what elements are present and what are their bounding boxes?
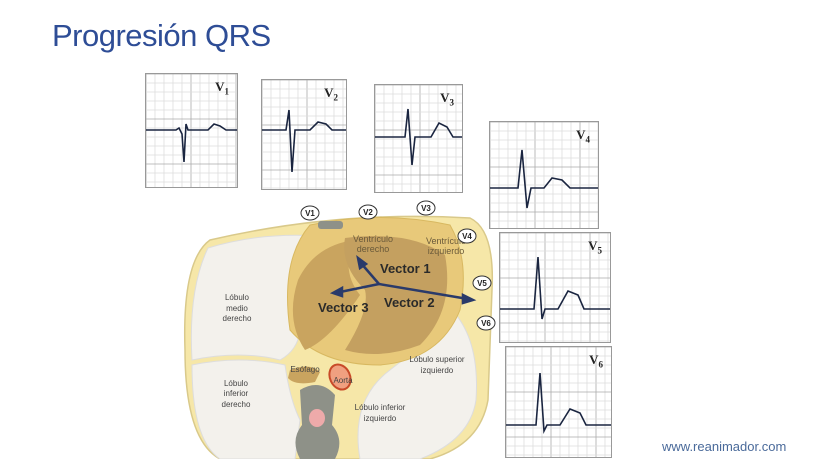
vector1-arrowhead <box>356 255 369 271</box>
electrode-v4: V4 <box>457 228 477 244</box>
aorta-label: Aorta <box>333 376 353 385</box>
rv-label-1: Ventrículo <box>353 234 393 244</box>
lil-label-2: izquierdo <box>364 414 397 423</box>
lv-label-1: Ventrículo <box>426 236 466 246</box>
ecg-panel-v6: V6 <box>505 346 612 458</box>
ril-label-3: derecho <box>222 400 251 409</box>
ecg-panel-v1: V1 <box>145 73 238 188</box>
sternum <box>318 221 343 229</box>
aorta <box>328 363 352 391</box>
electrode-v3: V3 <box>416 200 436 216</box>
electrode-v1: V1 <box>300 205 320 221</box>
vector1-label: Vector 1 <box>380 261 431 276</box>
lsl-label-2: izquierdo <box>421 366 454 375</box>
ecg-panel-v5: V5 <box>499 232 611 343</box>
svg-text:V3: V3 <box>421 204 431 213</box>
right-middle-lobe <box>190 234 321 361</box>
slide-title: Progresión QRS <box>52 18 271 53</box>
lil-label-1: Lóbulo inferior <box>355 403 406 412</box>
electrode-v2: V2 <box>358 204 378 220</box>
right-ventricle <box>292 240 360 350</box>
ril-label-2: inferior <box>224 389 249 398</box>
lv-label-2: izquierdo <box>428 246 465 256</box>
footer-website: www.reanimador.com <box>662 439 787 454</box>
right-lower-lobe <box>191 359 301 459</box>
vector3-arrow <box>339 282 380 294</box>
vectors <box>329 255 477 305</box>
lead-label-v1: V1 <box>215 79 229 97</box>
svg-text:V2: V2 <box>363 208 373 217</box>
svg-text:V4: V4 <box>462 232 472 241</box>
ecg-panel-v2: V2 <box>261 79 347 190</box>
svg-text:V1: V1 <box>305 209 315 218</box>
lead-label-v3: V3 <box>440 90 454 108</box>
svg-text:V6: V6 <box>481 319 491 328</box>
esophagus <box>288 366 320 384</box>
ecg-trace-v3 <box>375 85 462 192</box>
vector2-label: Vector 2 <box>384 295 435 310</box>
ecg-trace-v6 <box>506 347 611 457</box>
ril-label-1: Lóbulo <box>224 379 249 388</box>
chest-cross-section-diagram: Ventrículo derecho Ventrículo izquierdo … <box>183 200 496 459</box>
vector3-arrowhead <box>329 285 344 298</box>
lead-label-v6: V6 <box>589 352 603 370</box>
lead-label-v5: V5 <box>588 238 602 256</box>
ecg-panel-v3: V3 <box>374 84 463 193</box>
vector2-arrowhead <box>461 292 477 305</box>
svg-text:V5: V5 <box>477 279 487 288</box>
esophagus-label: Esófago <box>290 365 320 374</box>
vector2-arrow <box>378 282 469 301</box>
rml-label-3: derecho <box>223 314 252 323</box>
rml-label-1: Lóbulo <box>225 293 250 302</box>
spinal-canal <box>309 409 325 427</box>
ecg-trace-v1 <box>146 74 237 187</box>
left-ventricle <box>344 236 448 354</box>
vector3-label: Vector 3 <box>318 300 369 315</box>
electrodes: V1 V2 V3 V4 V5 V6 <box>300 200 496 331</box>
rv-label-2: derecho <box>357 244 390 254</box>
electrode-v5: V5 <box>472 275 492 291</box>
ecg-trace-v5 <box>500 233 610 342</box>
lead-label-v4: V4 <box>576 127 590 145</box>
ecg-trace-v4 <box>490 122 598 228</box>
rml-label-2: medio <box>226 304 248 313</box>
ecg-trace-v2 <box>262 80 346 189</box>
ecg-panel-v4: V4 <box>489 121 599 229</box>
lead-label-v2: V2 <box>324 85 338 103</box>
lsl-label-1: Lóbulo superior <box>409 355 464 364</box>
electrode-v6: V6 <box>476 315 496 331</box>
